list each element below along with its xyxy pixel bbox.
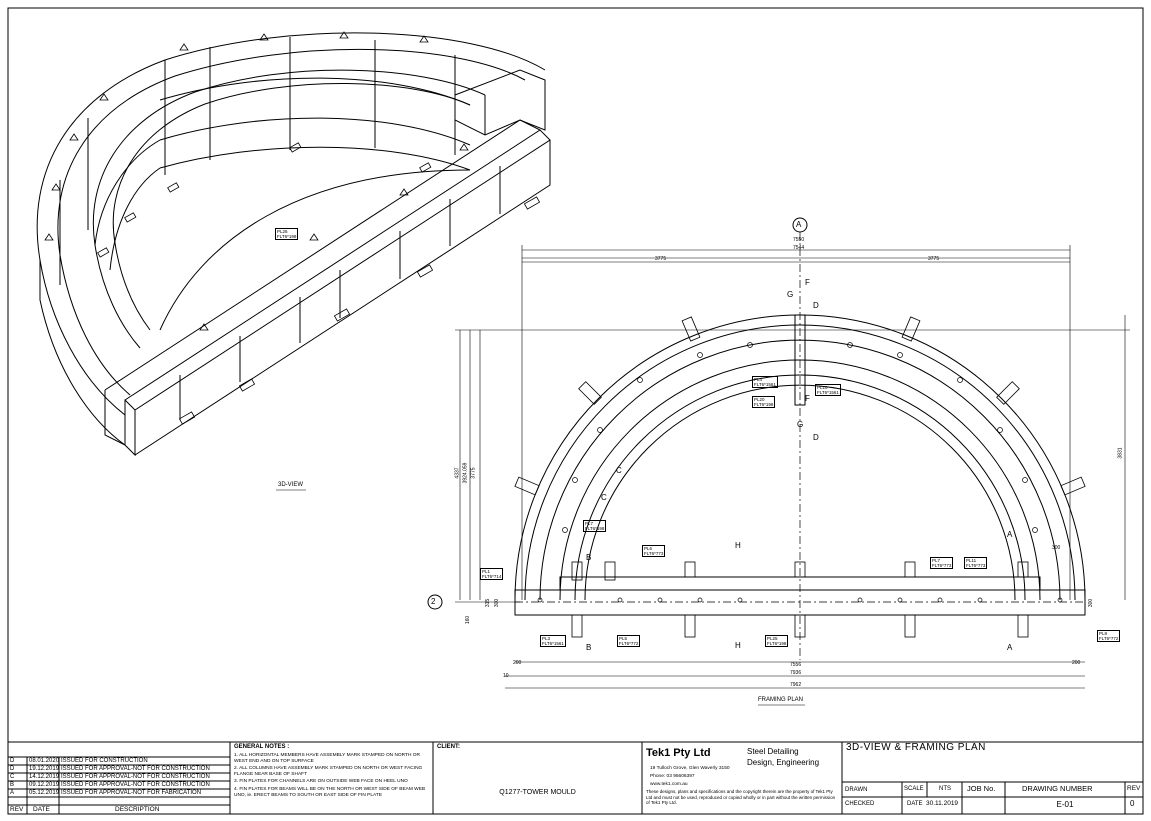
dim-h2: 3924.059 <box>462 462 469 484</box>
job-number-label: JOB No. <box>967 784 996 793</box>
revision-date: 14.12.2019 <box>29 774 60 780</box>
section-mark-b-bottom: B <box>586 643 592 652</box>
revision-row: B <box>10 782 15 788</box>
note-item: 3. FIN PLATES FOR CHANNELS ARE ON OUTSID… <box>234 779 408 784</box>
rev-value: 0 <box>1130 799 1135 808</box>
scale-value: NTS <box>939 786 951 792</box>
section-mark-d-mid: D <box>813 433 819 442</box>
drawn-label: DRAWN <box>845 787 868 793</box>
dim-left-200: 200 <box>513 660 522 666</box>
section-mark-c-mid: C <box>601 493 607 502</box>
client-label: CLIENT: <box>437 744 460 750</box>
notes-title: GENERAL NOTES : <box>234 744 290 750</box>
company-phone: Phone: 03 95606397 <box>650 774 695 779</box>
dim-h-right: 3831 <box>1117 447 1124 459</box>
dim-top2: 7544 <box>793 245 805 251</box>
note-item: 2. ALL COLUMNS HAVE ASSEMBLY MARK STAMPE… <box>234 766 423 777</box>
revision-row: C <box>10 774 15 780</box>
dim-bottom1: 7556 <box>790 662 802 668</box>
note-item: 4. FIN PLATES FOR BEAMS WILL BE ON THE N… <box>234 787 426 798</box>
framing-plan-label: FRAMING PLAN <box>758 697 804 703</box>
dim-l-160: 160 <box>465 615 472 625</box>
drawing-number-label: DRAWING NUMBER <box>1022 784 1093 793</box>
dim-r-315: 315 <box>485 598 492 608</box>
section-mark-d-top: D <box>813 301 819 310</box>
company-web: www.tek1.com.au <box>650 782 688 787</box>
section-mark-h-top: H <box>735 541 741 550</box>
section-mark-a-bottom: A <box>1007 643 1013 652</box>
rev-label: REV <box>1127 785 1141 792</box>
dim-h3: 3775 <box>470 467 477 479</box>
revision-date: 19.12.2019 <box>29 766 60 772</box>
drawing-number: E-01 <box>1056 800 1074 809</box>
dim-top1: 7550 <box>793 237 805 243</box>
sheet-border <box>7 7 1144 815</box>
revision-desc: ISSUED FOR CONSTRUCTION <box>61 758 148 764</box>
revision-date: 05.12.2019 <box>29 790 60 796</box>
revision-date: 08.01.2020 <box>29 758 60 764</box>
dim-bottom2: 7936 <box>790 670 802 676</box>
revision-row: D <box>10 766 15 772</box>
dim-h1: 4337 <box>454 467 461 479</box>
revision-row: D <box>10 758 15 764</box>
revision-desc: ISSUED FOR APPROVAL-NOT FOR CONSTRUCTION <box>61 782 210 788</box>
revision-header-rev: REV <box>10 806 24 813</box>
section-mark-f-mid: F <box>805 394 810 403</box>
company-address: 19 Tulloch Grove, Glen Waverly 3150 <box>650 766 730 771</box>
revision-date: 09.12.2019 <box>29 782 60 788</box>
revision-desc: ISSUED FOR APPROVAL-NOT FOR CONSTRUCTION <box>61 774 210 780</box>
iso-view-label: 3D-VIEW <box>278 482 304 488</box>
section-mark-f-top: F <box>805 278 810 287</box>
dim-r-300: 300 <box>1052 545 1061 551</box>
date-value: 30.11.2019 <box>926 800 959 807</box>
dim-right-200: 200 <box>1072 660 1081 666</box>
revision-header-date: DATE <box>33 806 50 813</box>
grid-bubble-2: 2 <box>431 597 436 606</box>
framing-plan <box>427 217 1130 689</box>
dim-bottom3: 7962 <box>790 682 802 688</box>
company-copyright: These designs, plans and specifications … <box>646 789 836 805</box>
section-mark-h-bottom: H <box>735 641 741 650</box>
section-mark-g-mid: G <box>797 420 804 429</box>
title-block-frame <box>7 741 1144 815</box>
checked-label: CHECKED <box>845 801 875 807</box>
grid-bubble-a: A <box>796 220 802 229</box>
scale-label: SCALE <box>904 786 924 792</box>
company-tagline-2: Design, Engineering <box>747 758 820 767</box>
section-mark-g-top: G <box>787 290 794 299</box>
company-name: Tek1 Pty Ltd <box>646 747 711 759</box>
drawing-title: 3D-VIEW & FRAMING PLAN <box>846 742 986 753</box>
revision-header-desc: DESCRIPTION <box>115 806 160 813</box>
dim-half-right: 3775 <box>928 256 940 262</box>
dim-r-300b: 300 <box>1088 598 1095 608</box>
section-mark-a-top: A <box>1007 530 1013 539</box>
date-label: DATE <box>907 801 923 807</box>
note-item: 1. ALL HORIZONTAL MEMBERS HAVE ASSEMBLY … <box>234 753 420 764</box>
section-mark-b-top: B <box>586 553 592 562</box>
revision-desc: ISSUED FOR APPROVAL-NOT FOR CONSTRUCTION <box>61 766 210 772</box>
dim-half-left: 3775 <box>655 256 667 262</box>
dim-l-300: 300 <box>494 598 501 608</box>
project-name: Q1277-TOWER MOULD <box>499 789 576 796</box>
revision-desc: ISSUED FOR APPROVAL-NOT FOR FABRICATION <box>61 790 202 796</box>
dim-left-10: 10 <box>503 673 509 679</box>
section-mark-c-top: C <box>616 466 622 475</box>
company-tagline-1: Steel Detailing <box>747 747 799 756</box>
iso-view <box>36 31 551 457</box>
revision-row: A <box>10 790 15 796</box>
